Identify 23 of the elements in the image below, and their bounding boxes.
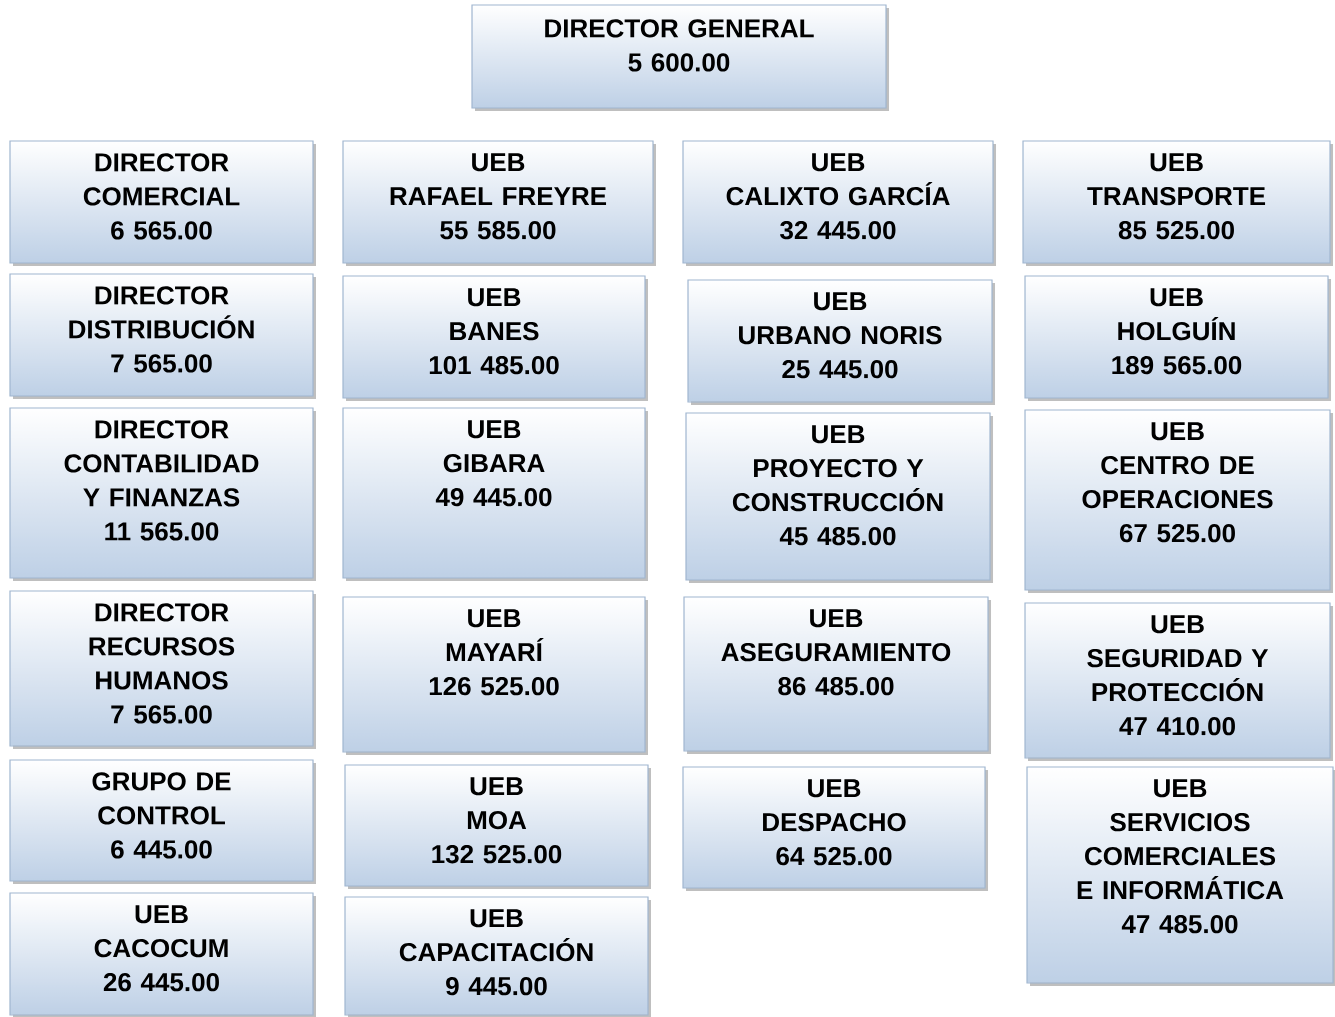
org-box: DIRECTOR GENERAL 5 600.00 — [471, 4, 889, 111]
org-box: UEB GIBARA 49 445.00 — [342, 407, 648, 581]
org-box: UEB URBANO NORIS 25 445.00 — [687, 279, 995, 405]
org-box: DIRECTOR RECURSOS HUMANOS 7 565.00 — [9, 590, 316, 749]
org-box: UEB CACOCUM 26 445.00 — [9, 892, 316, 1017]
org-box: UEB RAFAEL FREYRE 55 585.00 — [342, 140, 656, 266]
org-box: UEB PROYECTO Y CONSTRUCCIÓN 45 485.00 — [685, 412, 993, 583]
org-box: DIRECTOR CONTABILIDAD Y FINANZAS 11 565.00 — [9, 407, 316, 581]
org-box: UEB MAYARÍ 126 525.00 — [342, 596, 648, 755]
org-box: UEB CENTRO DE OPERACIONES 67 525.00 — [1024, 409, 1333, 593]
org-box: UEB CALIXTO GARCÍA 32 445.00 — [682, 140, 996, 266]
org-box: UEB ASEGURAMIENTO 86 485.00 — [683, 596, 991, 754]
org-box: UEB BANES 101 485.00 — [342, 275, 648, 401]
org-box: DIRECTOR DISTRIBUCIÓN 7 565.00 — [9, 273, 316, 399]
org-box: UEB SERVICIOS COMERCIALES E INFORMÁTICA 47 485.00 — [1026, 766, 1335, 986]
org-box: UEB DESPACHO 64 525.00 — [682, 766, 988, 891]
org-box: UEB TRANSPORTE 85 525.00 — [1022, 140, 1333, 266]
org-box: UEB MOA 132 525.00 — [344, 764, 651, 889]
org-box: DIRECTOR COMERCIAL 6 565.00 — [9, 140, 316, 266]
org-box: UEB CAPACITACIÓN 9 445.00 — [344, 896, 651, 1017]
org-box: UEB SEGURIDAD Y PROTECCIÓN 47 410.00 — [1024, 602, 1333, 761]
org-box: GRUPO DE CONTROL 6 445.00 — [9, 759, 316, 884]
org-box: UEB HOLGUÍN 189 565.00 — [1024, 275, 1331, 401]
